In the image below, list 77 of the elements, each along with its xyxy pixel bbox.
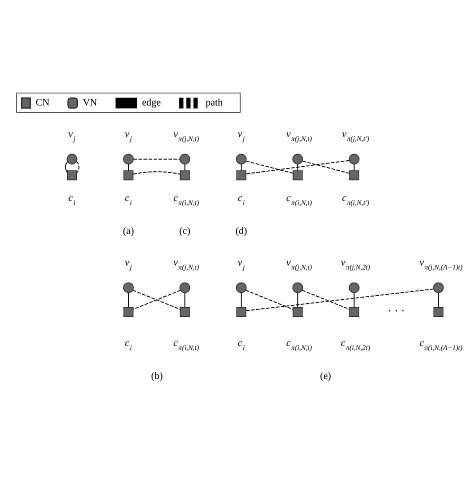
connector [245, 289, 294, 310]
node-label: c$_{i}$ [238, 338, 245, 352]
legend-label: CN [36, 97, 50, 108]
connector [302, 289, 350, 310]
label: (c) [179, 225, 190, 236]
connector [354, 292, 355, 308]
connector [65, 160, 68, 172]
node-circle [433, 282, 444, 293]
node-label: c$_{π(i,N,t)}$ [286, 338, 312, 352]
connector [184, 292, 186, 308]
connector [438, 292, 439, 308]
node-label: v$_{j}$ [238, 256, 245, 271]
node-label: v$_{j}$ [238, 128, 245, 142]
connector [297, 292, 298, 308]
node-label: v$_{π(j,N,t)}$ [286, 128, 312, 142]
node-square [292, 306, 303, 316]
node-square [349, 170, 360, 180]
connector [128, 292, 129, 308]
node-label: v$_{π(j,N,t)}$ [173, 128, 200, 142]
node-square [433, 306, 444, 316]
label: (d) [235, 225, 248, 236]
connector [302, 160, 350, 174]
label: · · · [388, 305, 405, 318]
node-square [349, 306, 360, 316]
node-label: v$_{j}$ [124, 256, 132, 271]
legend-label: VN [82, 97, 98, 108]
label: (b) [151, 370, 163, 382]
node-square [123, 170, 134, 180]
node-label: v$_{j}$ [68, 128, 76, 142]
node-label: v$_{π(j,N,2t)}$ [340, 256, 370, 271]
node-label: c$_{π(i,N,t)}$ [173, 192, 200, 207]
node-circle [236, 282, 247, 293]
node-square [123, 306, 134, 316]
connector [240, 292, 242, 308]
node-label: v$_{π(j,N,t′)}$ [342, 128, 370, 142]
connector [246, 160, 294, 174]
node-label: c$_{i}$ [124, 338, 132, 352]
node-square [180, 306, 190, 316]
node-label: v$_{j}$ [124, 128, 132, 142]
node-square [180, 170, 190, 180]
node-circle [66, 153, 78, 164]
node-square [67, 170, 77, 180]
legend-label: edge [142, 97, 161, 108]
node-circle [180, 153, 190, 164]
connector [246, 160, 350, 174]
node-label: v$_{π(j,N,t)}$ [173, 256, 200, 271]
node-label: c$_{i}$ [68, 192, 76, 207]
node-circle [123, 282, 134, 293]
node-label: c$_{i}$ [238, 192, 245, 207]
node-label: c$_{π(i,N,2t)}$ [340, 338, 370, 352]
connector [246, 288, 434, 311]
connector [76, 160, 80, 173]
node-label: c$_{π(i,N,t′)}$ [342, 192, 370, 207]
label: (e) [320, 370, 332, 382]
label: (a) [122, 225, 134, 236]
connector [133, 158, 180, 160]
node-circle [123, 153, 134, 164]
node-circle [292, 153, 304, 164]
node-label: c$_{i}$ [124, 192, 132, 207]
node-label: c$_{π(i,N,(Λ−1)t)}$ [420, 338, 463, 352]
node-circle [348, 153, 360, 164]
node-circle [292, 282, 304, 293]
connector [132, 170, 180, 174]
node-square [292, 170, 303, 180]
legend-label: path [206, 97, 223, 108]
node-circle [348, 282, 360, 293]
node-label: v$_{π(j,N,t)}$ [286, 256, 312, 271]
node-square [236, 170, 246, 180]
node-label: c$_{π(i,N,t)}$ [173, 338, 200, 352]
node-square [236, 306, 246, 316]
node-label: v$_{π(j,N,(Λ−1)t)}$ [420, 256, 463, 271]
node-circle [180, 282, 190, 293]
node-circle [236, 153, 247, 164]
connector [184, 163, 186, 170]
connector [354, 163, 355, 170]
connector [128, 163, 129, 170]
node-label: c$_{π(i,N,t)}$ [286, 192, 312, 207]
